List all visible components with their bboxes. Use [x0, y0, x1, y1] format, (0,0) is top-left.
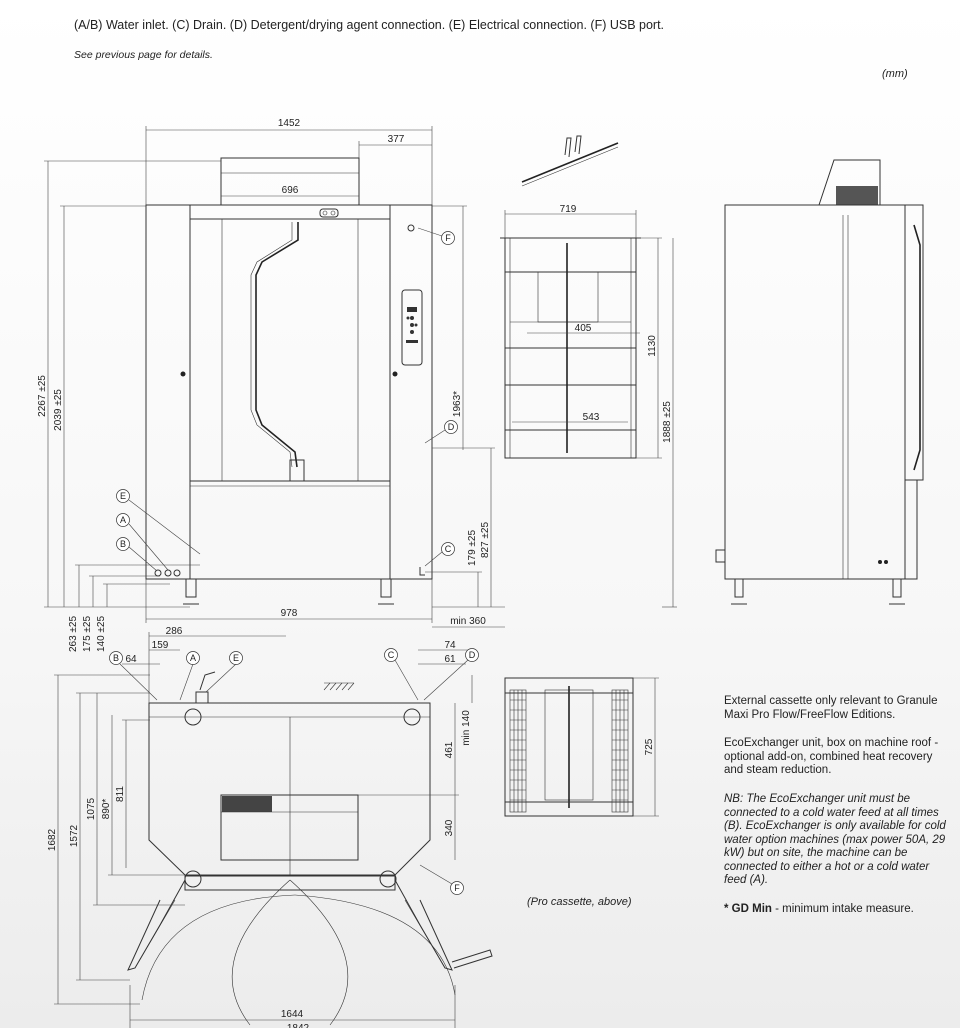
dim-696: 696 [282, 185, 299, 196]
dim-263: 263 ±25 [68, 616, 79, 653]
svg-text:D: D [448, 422, 455, 432]
side-ecoexchanger [818, 159, 881, 206]
svg-text:C: C [388, 650, 395, 660]
dim-1682: 1682 [47, 828, 58, 851]
dim-377: 377 [388, 134, 405, 145]
dim-140: 140 ±25 [96, 616, 107, 653]
side-body [724, 204, 906, 580]
dim-min-140: min 140 [461, 710, 472, 746]
dim-1842: 1842 [287, 1023, 310, 1028]
control-panel [401, 289, 423, 366]
pro-cassette-top: 725 [504, 677, 659, 817]
dim-1963: 1963* [452, 391, 463, 417]
pro-cassette-frame [504, 677, 634, 817]
dim-1130: 1130 [647, 335, 658, 357]
svg-text:F: F [445, 233, 451, 243]
dim-827: 827 ±25 [480, 522, 491, 559]
svg-text:F: F [454, 883, 460, 893]
dim-1452: 1452 [278, 118, 301, 129]
svg-text:B: B [113, 653, 119, 663]
side-view [715, 159, 924, 605]
svg-text:C: C [445, 544, 452, 554]
dim-286: 286 [166, 626, 183, 637]
callout-c [441, 542, 455, 556]
dim-175: 175 ±25 [82, 616, 93, 653]
dim-811: 811 [115, 786, 126, 802]
machine-footprint [148, 702, 431, 876]
side-note-gd-min: * GD Min - minimum intake measure. [724, 903, 954, 917]
callout-b [116, 537, 130, 551]
unit-label: (mm) [882, 68, 908, 80]
callout-f-top [450, 881, 464, 895]
callout-e [116, 489, 130, 503]
callout-d-top [465, 648, 479, 662]
callout-c-top [384, 648, 398, 662]
front-dimensions: 1452 377 696 978 min 360 2267 ±25 2039 ±… [37, 118, 505, 652]
gd-min-text: - minimum intake measure. [771, 903, 914, 915]
dim-179: 179 ±25 [467, 530, 478, 567]
dim-2039: 2039 ±25 [53, 389, 64, 431]
front-callouts: F D C E A B [116, 227, 458, 572]
callout-d [444, 420, 458, 434]
svg-text:E: E [233, 653, 239, 663]
connection-legend: (A/B) Water inlet. (C) Drain. (D) Deterg… [74, 18, 665, 32]
callout-b-top [109, 651, 123, 665]
dim-1572: 1572 [69, 824, 80, 847]
callout-a [116, 513, 130, 527]
dim-725: 725 [644, 738, 655, 755]
ecoexchanger-top [220, 794, 359, 861]
svg-text:A: A [190, 653, 196, 663]
door [189, 218, 391, 482]
svg-text:B: B [120, 539, 126, 549]
callout-a-top [186, 651, 200, 665]
door-handle [255, 222, 299, 468]
svg-text:E: E [120, 491, 126, 501]
callout-f [441, 231, 455, 245]
svg-text:D: D [469, 650, 476, 660]
dim-1888: 1888 ±25 [662, 401, 673, 443]
side-note-ecoexchanger: EcoExchanger unit, box on machine roof -… [724, 737, 939, 776]
dim-543: 543 [583, 412, 600, 423]
dim-461: 461 [444, 741, 455, 758]
dim-min-360: min 360 [450, 616, 486, 627]
dim-340: 340 [444, 819, 455, 836]
dim-1644: 1644 [281, 1009, 304, 1020]
cassette-caption: (Pro cassette, above) [527, 896, 632, 908]
top-view [127, 671, 493, 1026]
top-callouts: B A E C D F [109, 648, 479, 895]
dim-978: 978 [281, 608, 298, 619]
dim-1075: 1075 [86, 797, 97, 820]
top-dimensions: 286 159 64 74 61 1682 1572 1075 890* 811… [47, 626, 473, 1028]
callout-e-top [229, 651, 243, 665]
dim-61: 61 [444, 654, 456, 665]
details-note: See previous page for details. [74, 49, 213, 61]
side-note-nb: NB: The EcoExchanger unit must be connec… [724, 793, 946, 886]
dim-2267: 2267 ±25 [37, 375, 48, 417]
gd-min-label: * GD Min [724, 903, 772, 915]
side-note-external-cassette: External cassette only relevant to Granu… [724, 695, 938, 721]
ecoexchanger-box [220, 157, 360, 206]
svg-text:A: A [120, 515, 126, 525]
machine-body [145, 204, 433, 580]
dim-405: 405 [575, 323, 592, 334]
front-view [145, 157, 433, 605]
dim-159: 159 [152, 640, 169, 651]
dim-64: 64 [125, 654, 137, 665]
dim-719: 719 [560, 204, 577, 215]
cassette-front: 719 405 543 1130 1888 ±25 [500, 135, 677, 608]
dim-74: 74 [444, 640, 456, 651]
dim-890: 890* [101, 799, 112, 820]
